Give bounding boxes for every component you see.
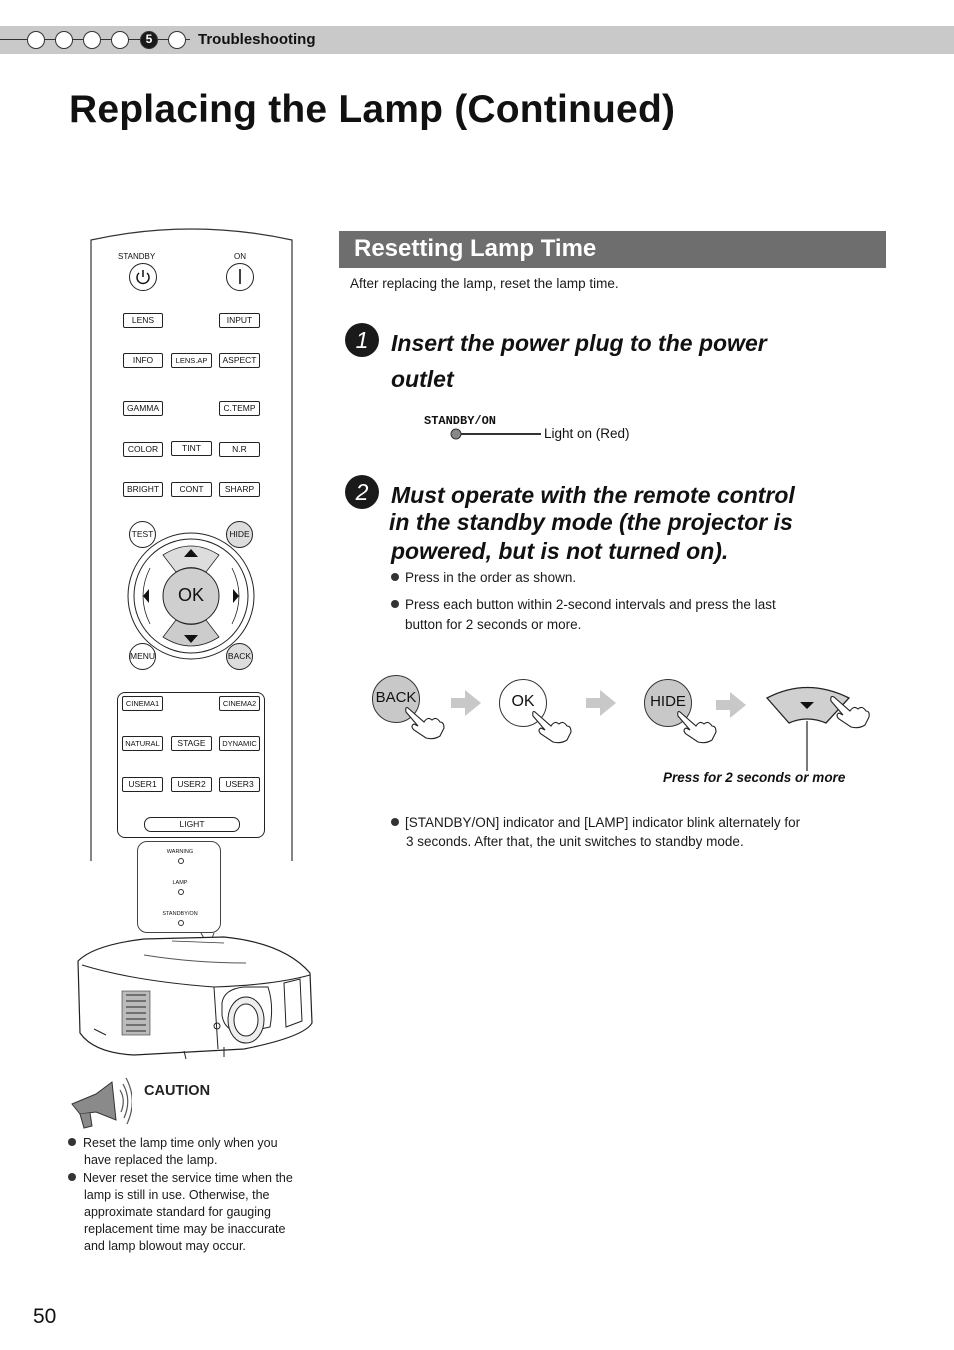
on-icon [239, 269, 241, 284]
user3-button[interactable]: USER3 [219, 777, 260, 792]
user1-button[interactable]: USER1 [122, 777, 163, 792]
gamma-button[interactable]: GAMMA [123, 401, 163, 416]
section-label: Troubleshooting [198, 31, 316, 48]
tint-button[interactable]: TINT [171, 441, 212, 456]
info-button[interactable]: INFO [123, 353, 163, 368]
caution-title: CAUTION [144, 1083, 211, 1099]
step-title-line: in the standby mode (the projector is [389, 509, 793, 535]
arrow-right-icon [586, 690, 616, 716]
back-button[interactable]: BACK [226, 643, 253, 670]
instruction-text: Press each button within 2-second interv… [405, 597, 776, 612]
section-heading-bar: Resetting Lamp Time [339, 231, 886, 268]
input-button[interactable]: INPUT [219, 313, 260, 328]
indicator-state: Light on (Red) [544, 426, 630, 441]
page-title: Replacing the Lamp (Continued) [69, 88, 676, 131]
result-text: [STANDBY/ON] indicator and [LAMP] indica… [405, 815, 801, 830]
warning-indicator-label: WARNING [166, 849, 194, 855]
instruction-continuation: button for 2 seconds or more. [405, 617, 582, 632]
result-item: [STANDBY/ON] indicator and [LAMP] indica… [391, 813, 841, 833]
caution-item-text: Never reset the service time when the la… [83, 1171, 293, 1253]
bullet-icon [391, 600, 399, 608]
c-temp-button[interactable]: C.TEMP [219, 401, 260, 416]
sharp-button[interactable]: SHARP [219, 482, 260, 497]
header-bar [0, 26, 954, 54]
lens-ap-button[interactable]: LENS.AP [171, 353, 212, 368]
caution-item-text: Reset the lamp time only when you have r… [83, 1136, 278, 1167]
page-number: 50 [33, 1305, 57, 1328]
chapter-marker-current: 5 [140, 31, 158, 49]
natural-button[interactable]: NATURAL [122, 736, 163, 751]
color-button[interactable]: COLOR [123, 442, 163, 457]
sequence-down-button [765, 686, 870, 771]
bullet-icon [391, 818, 399, 826]
press-duration-note: Press for 2 seconds or more [663, 770, 846, 785]
ok-button-label[interactable]: OK [178, 585, 205, 605]
step-title-line: Must operate with the remote control [391, 482, 795, 508]
instruction-item: Press each button within 2-second interv… [391, 595, 841, 615]
cinema1-button[interactable]: CINEMA1 [122, 696, 163, 711]
hide-button[interactable]: HIDE [226, 521, 253, 548]
result-continuation: 3 seconds. After that, the unit switches… [406, 834, 744, 849]
chapter-marker-4 [111, 31, 129, 49]
step-number-badge: 2 [345, 475, 379, 509]
standby-button[interactable] [129, 263, 157, 291]
on-label: ON [234, 252, 246, 261]
navigation-ring[interactable] [126, 532, 257, 662]
on-button[interactable] [226, 263, 254, 291]
stage-button[interactable]: STAGE [171, 736, 212, 751]
standby-indicator-label: STANDBY/ON [162, 911, 198, 917]
nr-button[interactable]: N.R [219, 442, 260, 457]
arrow-right-icon [716, 692, 746, 718]
cinema2-button[interactable]: CINEMA2 [219, 696, 260, 711]
aspect-button[interactable]: ASPECT [219, 353, 260, 368]
step-title-line: powered, but is not turned on). [391, 538, 729, 564]
step-title-line: outlet [391, 366, 454, 392]
indicator-leader-line [450, 428, 541, 440]
bright-button[interactable]: BRIGHT [123, 482, 163, 497]
projector-illustration [77, 932, 313, 1060]
indicator-panel-callout: WARNING LAMP STANDBY/ON [137, 841, 221, 933]
menu-button[interactable]: MENU [129, 643, 156, 670]
sequence-hide-button: HIDE [644, 679, 692, 727]
lamp-indicator-led [178, 889, 184, 895]
standby-label: STANDBY [118, 252, 156, 261]
warning-indicator-led [178, 858, 184, 864]
arrow-right-icon [451, 690, 481, 716]
section-heading: Resetting Lamp Time [354, 235, 597, 262]
test-button[interactable]: TEST [129, 521, 156, 548]
light-button[interactable]: LIGHT [144, 817, 240, 832]
instruction-item: Press in the order as shown. [391, 568, 841, 588]
caution-item: Never reset the service time when the la… [68, 1170, 308, 1255]
bullet-icon [391, 573, 399, 581]
cont-button[interactable]: CONT [171, 482, 212, 497]
megaphone-icon [71, 1077, 132, 1129]
instruction-text: Press in the order as shown. [405, 570, 577, 585]
section-intro: After replacing the lamp, reset the lamp… [350, 276, 619, 291]
lens-button[interactable]: LENS [123, 313, 163, 328]
pressing-hand-icon [532, 710, 572, 744]
step-title-line: Insert the power plug to the power [391, 330, 767, 356]
remote-control-illustration: STANDBY ON LENS INPUT INFO LENS.AP ASPEC… [90, 224, 293, 864]
dynamic-button[interactable]: DYNAMIC [219, 736, 260, 751]
bullet-icon [68, 1173, 76, 1181]
chapter-marker-2 [55, 31, 73, 49]
pressing-hand-icon [677, 710, 717, 744]
caution-item: Reset the lamp time only when you have r… [68, 1135, 308, 1169]
step-number-badge: 1 [345, 323, 379, 357]
chapter-marker-3 [83, 31, 101, 49]
power-icon [136, 270, 150, 285]
user2-button[interactable]: USER2 [171, 777, 212, 792]
indicator-label: STANDBY/ON [424, 414, 497, 428]
remote-outline [90, 228, 293, 861]
bullet-icon [68, 1138, 76, 1146]
pressing-hand-icon [405, 706, 445, 740]
picture-mode-group [117, 692, 265, 838]
chapter-marker-6 [168, 31, 186, 49]
chapter-marker-1 [27, 31, 45, 49]
lamp-indicator-label: LAMP [172, 880, 188, 886]
standby-indicator-led [178, 920, 184, 926]
